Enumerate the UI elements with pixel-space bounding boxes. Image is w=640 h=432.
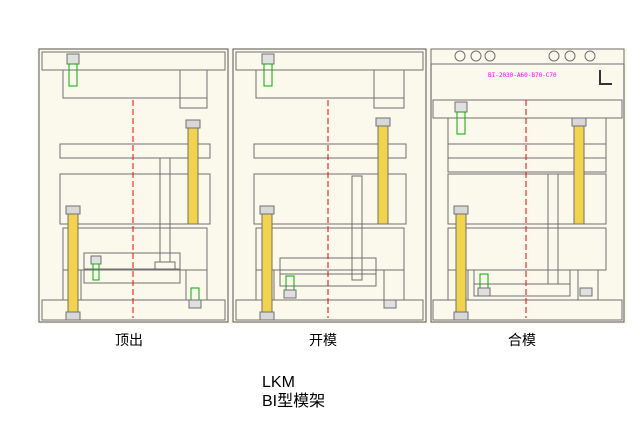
- open-screw-top: [261, 53, 275, 65]
- closed-leader-pin-right: [573, 123, 585, 225]
- open-leader-pin-right: [377, 123, 389, 225]
- drawing-number-stamp: BI-2030-A60-B70-C70: [488, 72, 557, 79]
- footer-model: BI型模架: [262, 393, 326, 410]
- footer-brand: LKM: [262, 374, 295, 391]
- caption-closed-mold: 合模: [508, 333, 536, 349]
- drawing-canvas: [37, 48, 627, 324]
- caption-ejection: 顶出: [115, 333, 143, 349]
- closed-leader-pin-left: [455, 209, 467, 315]
- caption-open-mold: 开模: [309, 333, 337, 349]
- closed-screw-top: [454, 101, 468, 113]
- ejection-leader-pin-left: [67, 209, 79, 315]
- open-leader-pin-left: [261, 209, 273, 315]
- panel-closed-mold: [430, 48, 625, 323]
- ejection-leader-pin-right: [187, 125, 199, 225]
- ejection-screw-top: [66, 53, 80, 65]
- panel-ejection: [38, 48, 229, 323]
